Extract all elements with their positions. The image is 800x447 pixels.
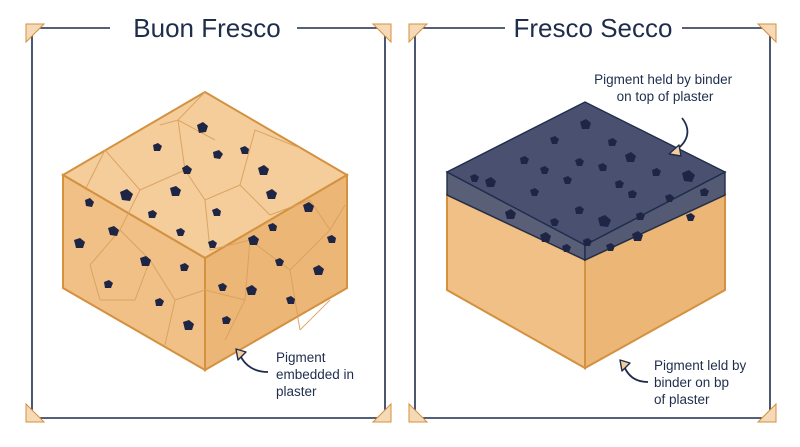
pigment-particle (148, 210, 157, 218)
pigment-particle (580, 119, 591, 129)
pigment-particle (327, 235, 336, 243)
pigment-particle (625, 152, 636, 162)
arrowhead-icon (619, 359, 631, 372)
arrowhead-icon (235, 348, 247, 361)
pigment-particle (563, 176, 572, 184)
binder-top-face (445, 101, 727, 246)
pigment-particle (197, 122, 208, 133)
pigment-particle (85, 198, 94, 207)
corner-tab-icon (371, 402, 392, 423)
pigment-particle (213, 150, 223, 159)
callout-text-secco-bottom: Pigment leld by binder on bp of plaster (654, 358, 750, 407)
pigment-particle (575, 158, 584, 166)
pigment-particle (155, 298, 164, 306)
panel-title: Buon Fresco (133, 13, 280, 43)
pigment-particle (268, 223, 277, 231)
pigment-particle (530, 188, 539, 196)
pigment-particle (246, 285, 257, 295)
pigment-particle (183, 320, 194, 330)
pigment-particle (180, 263, 189, 271)
pigment-particle (540, 166, 549, 174)
corner-tab-icon (408, 23, 429, 44)
pigment-particle (550, 136, 559, 144)
pigment-particle (550, 218, 559, 226)
pigment-particle (266, 189, 277, 199)
pigment-particle (686, 213, 695, 221)
pigment-particle (303, 202, 314, 212)
corner-tabs-buon (25, 23, 392, 423)
pigment-particle (286, 296, 295, 304)
pigment-particle (628, 190, 637, 198)
pigment-particle (562, 244, 571, 252)
callout-arrow-buon (239, 354, 269, 373)
pigment-particle (176, 228, 185, 236)
pigment-particle (108, 226, 119, 236)
pigment-particle (652, 168, 661, 176)
pigment-particle (682, 170, 695, 182)
pigment-particle (258, 165, 269, 175)
pigment-particle (540, 232, 551, 242)
pigment-particle (140, 256, 151, 266)
pigment-particle (240, 146, 249, 154)
binder-layer-secco (445, 101, 727, 262)
pigment-particle (505, 209, 516, 219)
pigment-particle (598, 215, 611, 227)
pigment-particle (104, 280, 113, 288)
callout-arrow-secco-bottom (623, 365, 649, 383)
pigment-particle (120, 189, 133, 201)
pigment-particle (170, 186, 181, 196)
pigment-particle (218, 283, 227, 291)
pigment-particle (248, 235, 259, 245)
corner-tab-icon (408, 402, 429, 423)
pigment-particle (598, 163, 607, 171)
corner-tab-icon (25, 402, 46, 423)
panel-title: Fresco Secco (514, 13, 673, 43)
pigment-particles-secco (470, 119, 709, 252)
panel-fresco-secco: Fresco Secco (408, 13, 777, 423)
pigment-particle (606, 243, 615, 251)
callout-arrow-secco-top (675, 117, 689, 151)
pigment-particle (275, 258, 284, 266)
plaster-cube-buon (61, 90, 349, 372)
pigment-particle (208, 240, 217, 248)
pigment-particle (470, 174, 479, 182)
pigment-particle (520, 156, 529, 164)
pigment-particle (313, 265, 324, 275)
corner-tab-icon (371, 23, 392, 44)
pigment-particle (222, 316, 231, 324)
callout-text-buon: Pigment embedded in plaster (276, 350, 358, 399)
callout-text-secco-top: Pigment held by binder on top of plaster (594, 72, 736, 104)
pigment-particle (700, 188, 709, 196)
corner-tab-icon (756, 402, 777, 423)
pigment-particle (636, 212, 645, 220)
pigment-particle (665, 194, 674, 202)
pigment-particles-buon (74, 122, 336, 330)
pigment-particle (632, 231, 643, 241)
pigment-particle (615, 180, 624, 188)
pigment-particle (153, 143, 162, 151)
panel-frame-buon (31, 27, 386, 419)
panel-frame-secco (414, 27, 771, 419)
pigment-particle (583, 238, 592, 246)
pigment-particle (74, 238, 85, 248)
corner-tab-icon (25, 23, 46, 44)
pigment-particle (182, 165, 192, 174)
pigment-particle (485, 177, 496, 187)
pigment-particle (575, 206, 584, 214)
pigment-particle (212, 208, 221, 216)
pigment-particle (608, 138, 617, 146)
corner-tab-icon (756, 23, 777, 44)
corner-tabs-secco (408, 23, 777, 423)
cube-right-face (204, 173, 348, 372)
arrowhead-icon (668, 144, 682, 157)
panel-buon-fresco: Buon Fresco (25, 13, 392, 423)
